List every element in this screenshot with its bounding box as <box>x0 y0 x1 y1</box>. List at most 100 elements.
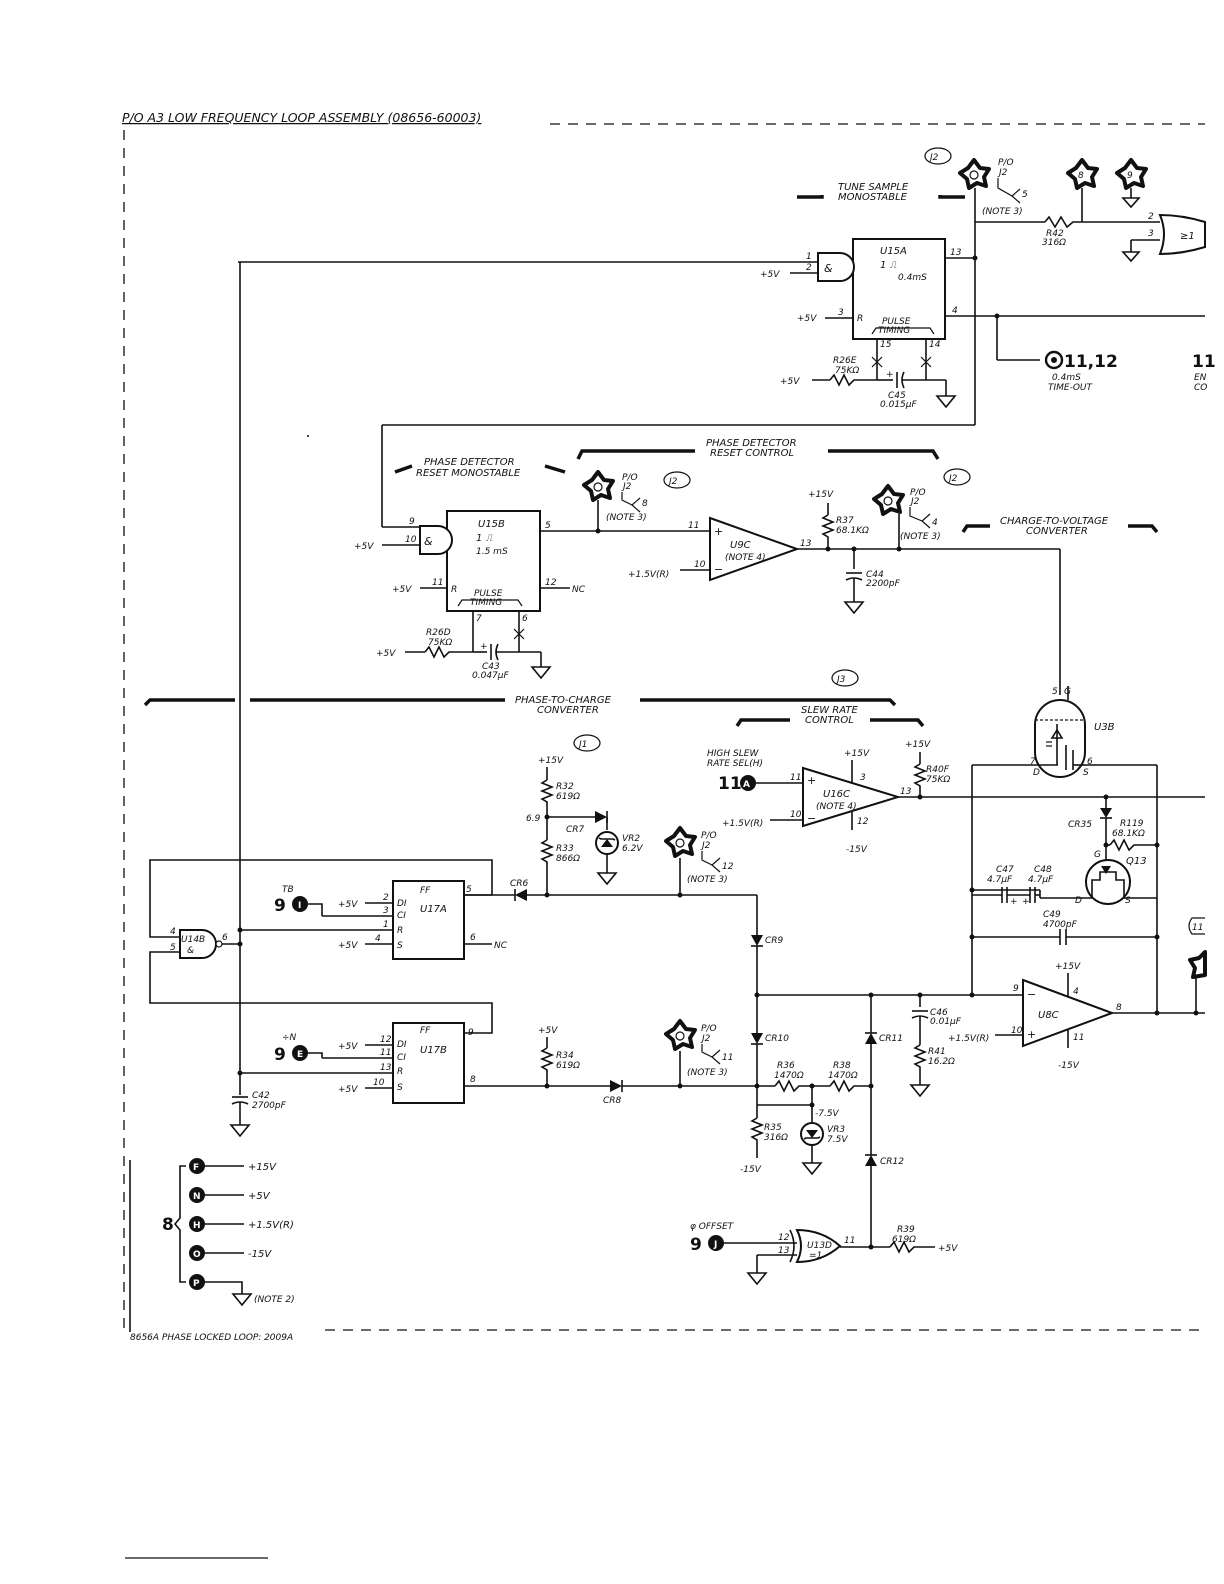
svg-text:2200pF: 2200pF <box>866 579 901 589</box>
svg-text:NC: NC <box>572 585 586 595</box>
connector-pin-n: N +5V <box>189 1187 271 1203</box>
tag-j2-top: J2 <box>924 147 952 165</box>
svg-text:-15V: -15V <box>1058 1061 1080 1071</box>
svg-text:+: + <box>1022 897 1030 907</box>
svg-text:2: 2 <box>383 893 389 903</box>
svg-text:P/O: P/O <box>622 473 638 483</box>
xor-gate-u13d: U13D =1 <box>789 1228 842 1264</box>
connector-pin-f: F +15V <box>189 1158 277 1174</box>
svg-text:7.5V: 7.5V <box>827 1135 848 1145</box>
test-point-star-j2-11: P/O J2 11 (NOTE 3) <box>664 1019 733 1078</box>
svg-text:J2: J2 <box>928 153 939 163</box>
svg-text:CI: CI <box>397 911 406 921</box>
svg-text:6: 6 <box>522 614 528 624</box>
ref-9e: 9 E <box>274 1045 308 1065</box>
svg-text:PULSE: PULSE <box>882 317 911 327</box>
resistor-r119: R119 68.1KΩ <box>1109 819 1157 852</box>
svg-text:6: 6 <box>222 933 228 943</box>
svg-text:+5V: +5V <box>338 900 358 910</box>
svg-text:PULSE: PULSE <box>474 589 503 599</box>
svg-text:+15V: +15V <box>538 756 564 766</box>
svg-text:6: 6 <box>1087 757 1093 767</box>
svg-text:O: O <box>193 1250 201 1260</box>
svg-text:TIMING: TIMING <box>470 598 502 608</box>
svg-text:4: 4 <box>952 306 958 316</box>
svg-text:1470Ω: 1470Ω <box>774 1071 804 1081</box>
opamp-u9c: U9C (NOTE 4) + − <box>709 516 800 582</box>
resistor-r35: R35 316Ω <box>749 1117 788 1158</box>
svg-text:A: A <box>743 780 750 790</box>
svg-text:+1.5V(R): +1.5V(R) <box>248 1220 294 1231</box>
svg-text:2: 2 <box>1148 212 1154 222</box>
svg-text:U9C: U9C <box>730 540 751 551</box>
svg-text:TIME-OUT: TIME-OUT <box>1048 383 1094 393</box>
svg-text:TIMING: TIMING <box>878 326 910 336</box>
and-gate-u15b: & <box>419 525 453 555</box>
svg-text:11: 11 <box>718 774 742 794</box>
diode-cr6: CR6 <box>510 879 529 901</box>
svg-text:D: D <box>1033 768 1040 778</box>
svg-text:&: & <box>824 262 833 275</box>
resistor-r38: R38 1470Ω <box>828 1061 871 1093</box>
svg-text:VR2: VR2 <box>622 834 640 844</box>
svg-text:U16C: U16C <box>823 789 850 800</box>
svg-text:G: G <box>1094 850 1101 860</box>
svg-text:68.1KΩ: 68.1KΩ <box>1112 829 1145 839</box>
diode-cr10: CR10 <box>751 1033 789 1045</box>
svg-text:12: 12 <box>857 817 869 827</box>
connector-pin-p: P (NOTE 2) <box>189 1274 295 1307</box>
test-point-star-8: 8 <box>1066 158 1099 190</box>
svg-text:-15V: -15V <box>248 1249 272 1260</box>
svg-text:3: 3 <box>383 906 389 916</box>
svg-text:Q13: Q13 <box>1126 856 1147 867</box>
svg-text:6.9: 6.9 <box>526 814 541 824</box>
svg-text:2: 2 <box>806 263 812 273</box>
svg-text:J1: J1 <box>577 740 587 750</box>
svg-text:R26D: R26D <box>426 628 451 638</box>
svg-text:1: 1 <box>806 252 812 262</box>
resistor-r32: R32 619Ω <box>539 779 580 840</box>
resistor-r34: R34 619Ω <box>539 1047 580 1086</box>
svg-text:5: 5 <box>545 521 551 531</box>
svg-text:+5V: +5V <box>354 542 374 552</box>
svg-text:(NOTE 4): (NOTE 4) <box>725 553 766 563</box>
svg-text:J2: J2 <box>909 497 920 507</box>
opamp-u16c: U16C (NOTE 4) + − <box>802 766 902 828</box>
svg-text:(NOTE 3): (NOTE 3) <box>900 532 941 542</box>
svg-text:4: 4 <box>170 927 176 937</box>
svg-text:0.4mS: 0.4mS <box>898 273 927 283</box>
svg-text:−: − <box>1027 988 1036 1001</box>
svg-text:12: 12 <box>380 1035 392 1045</box>
svg-text:J2: J2 <box>667 477 678 487</box>
ref-11a: 11 A <box>718 774 756 794</box>
resistor-r33: R33 866Ω <box>539 839 580 895</box>
svg-text:+5V: +5V <box>338 1042 358 1052</box>
svg-text:4700pF: 4700pF <box>1043 920 1078 930</box>
test-point-star-j2-8: P/O J2 8 (NOTE 3) <box>582 470 648 523</box>
diode-cr11: CR11 <box>865 1032 903 1044</box>
svg-text:+15V: +15V <box>808 490 834 500</box>
svg-text:CO: CO <box>1194 383 1207 393</box>
svg-text:CONTROL: CONTROL <box>805 715 854 726</box>
diode-cr12: CR12 <box>865 1154 904 1167</box>
svg-text:P/O: P/O <box>701 1024 717 1034</box>
svg-text:CR35: CR35 <box>1068 820 1092 830</box>
svg-text:R34: R34 <box>556 1051 574 1061</box>
transistor-q13: G Q13 D S <box>1075 850 1147 906</box>
resistor-r26e: R26E 75KΩ <box>829 356 877 387</box>
section-p2c: PHASE-TO-CHARGE CONVERTER <box>143 695 897 716</box>
svg-text:-7.5V: -7.5V <box>815 1109 840 1119</box>
svg-text:11: 11 <box>722 1053 733 1063</box>
svg-text:R41: R41 <box>928 1047 946 1057</box>
svg-text:(NOTE 3): (NOTE 3) <box>606 513 647 523</box>
svg-text:11: 11 <box>432 578 443 588</box>
flipflop-u17b: FF DI CI R S U17B <box>392 1022 465 1104</box>
svg-text:HIGH SLEW: HIGH SLEW <box>707 749 759 759</box>
svg-text:C46: C46 <box>930 1008 948 1018</box>
svg-text:+1.5V(R): +1.5V(R) <box>628 570 669 580</box>
svg-text:75KΩ: 75KΩ <box>926 775 950 785</box>
tag-j2-right: J2 <box>943 468 971 486</box>
svg-text:10: 10 <box>405 535 417 545</box>
capacitor-c49: C49 4700pF <box>972 910 1157 945</box>
svg-text:+: + <box>1027 1028 1036 1041</box>
